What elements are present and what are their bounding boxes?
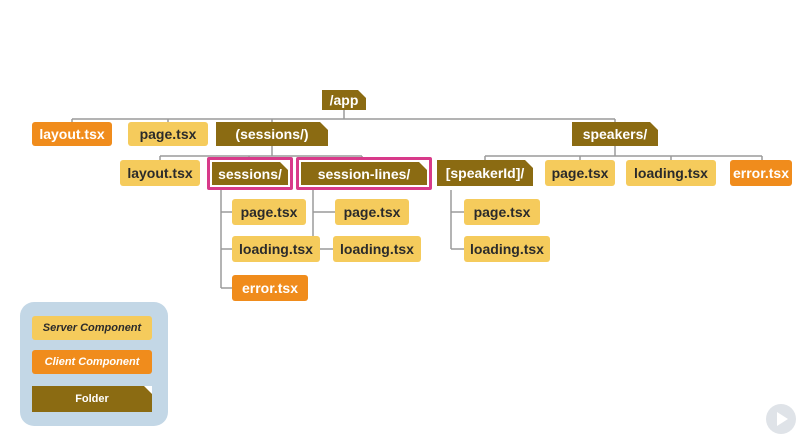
speakers-folder: speakers/ bbox=[572, 122, 658, 146]
play-icon[interactable] bbox=[766, 404, 796, 434]
session-lines-folder: session-lines/ bbox=[301, 162, 427, 185]
speakers-error-file: error.tsx bbox=[730, 160, 792, 186]
sessions-loading-file: loading.tsx bbox=[232, 236, 320, 262]
session-lines-loading-file: loading.tsx bbox=[333, 236, 421, 262]
app-layout-file: layout.tsx bbox=[32, 122, 112, 146]
speakers-page-file: page.tsx bbox=[545, 160, 615, 186]
session-lines-highlight bbox=[296, 157, 432, 190]
speakerid-page-file: page.tsx bbox=[464, 199, 540, 225]
legend-client-component: Client Component bbox=[32, 350, 152, 374]
sessions-highlight bbox=[207, 157, 293, 190]
speakerid-folder: [speakerId]/ bbox=[437, 160, 533, 186]
app-folder: /app bbox=[322, 90, 366, 110]
app-page-file: page.tsx bbox=[128, 122, 208, 146]
sessions-group-folder: (sessions/) bbox=[216, 122, 328, 146]
sessions-error-file: error.tsx bbox=[232, 275, 308, 301]
group-layout-file: layout.tsx bbox=[120, 160, 200, 186]
legend-folder: Folder bbox=[32, 386, 152, 412]
sessions-folder: sessions/ bbox=[212, 162, 288, 185]
sessions-page-file: page.tsx bbox=[232, 199, 306, 225]
speakers-loading-file: loading.tsx bbox=[626, 160, 716, 186]
legend-panel: Server Component Client Component Folder bbox=[20, 302, 168, 426]
legend-server-component: Server Component bbox=[32, 316, 152, 340]
speakerid-loading-file: loading.tsx bbox=[464, 236, 550, 262]
session-lines-page-file: page.tsx bbox=[335, 199, 409, 225]
